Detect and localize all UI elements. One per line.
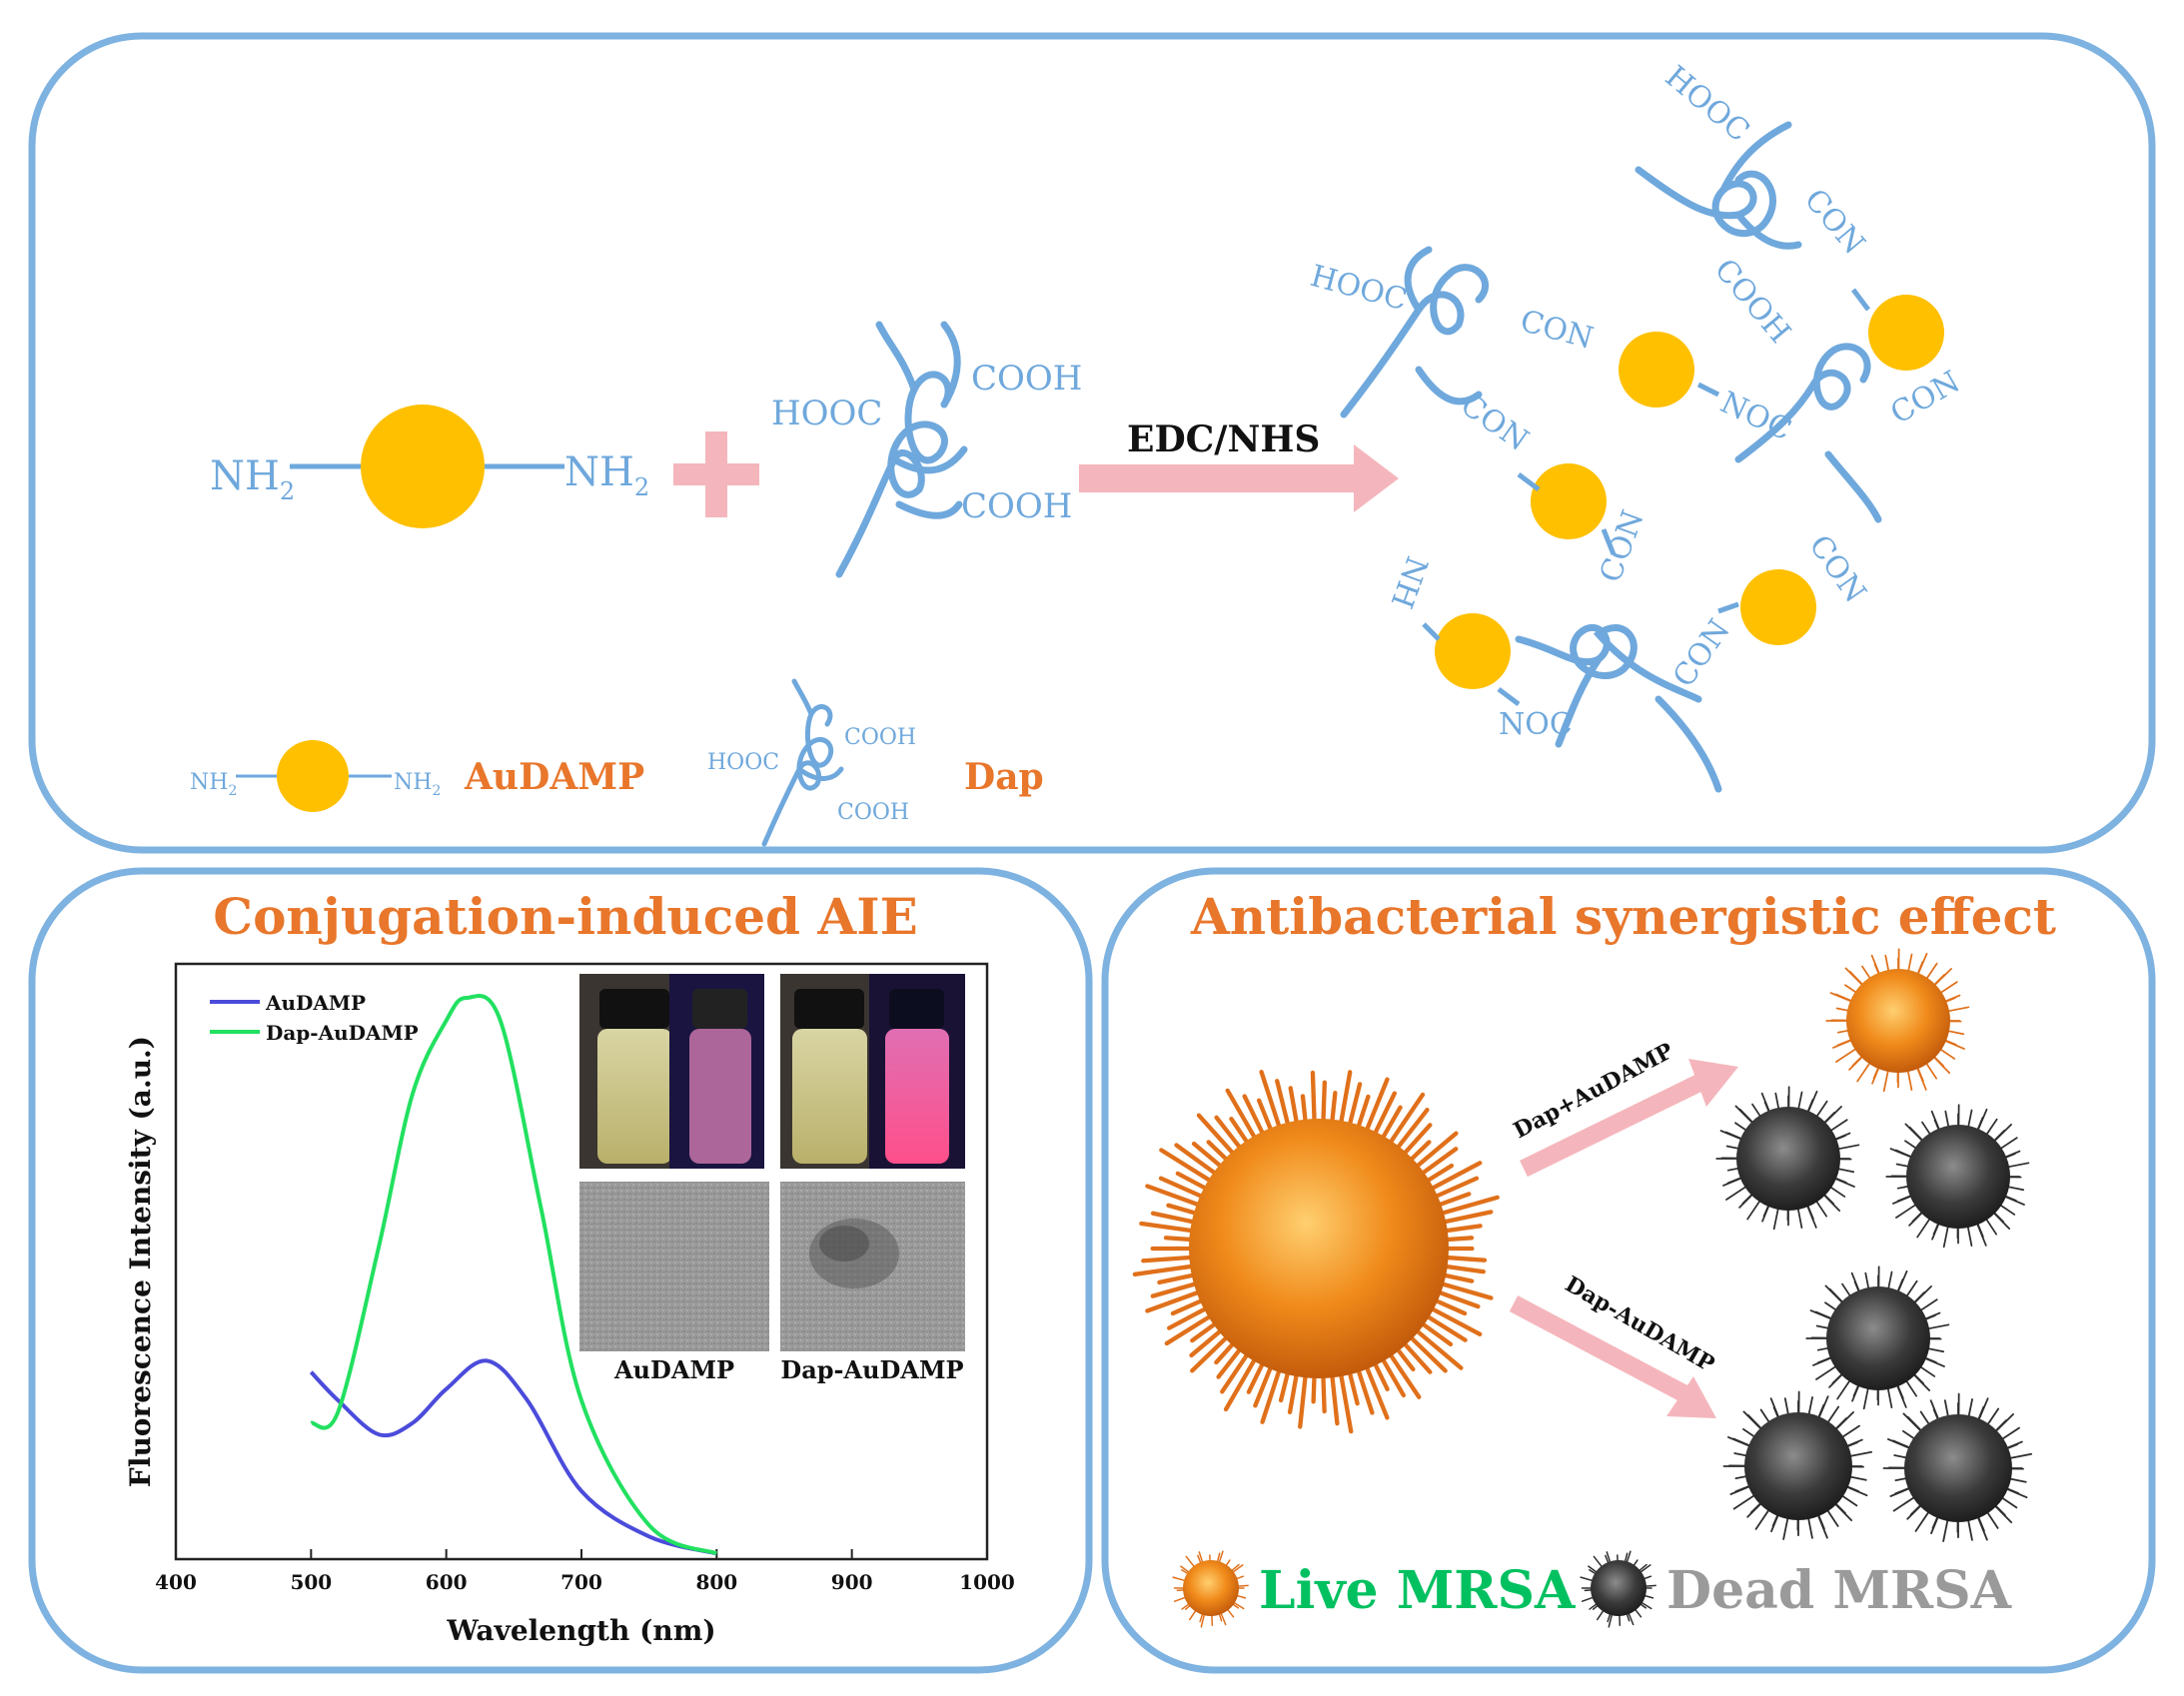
svg-text:COOH: COOH — [1707, 253, 1797, 351]
svg-text:CON: CON — [1797, 183, 1871, 262]
plus-icon — [673, 431, 759, 517]
top-panel — [28, 32, 2156, 854]
live-mrsa-small — [1825, 948, 1970, 1093]
x-tick-label: 900 — [831, 1570, 873, 1594]
audamp-molecule: NH2 NH2 — [210, 405, 649, 528]
svg-text:NH: NH — [1384, 551, 1435, 612]
dead-mrsa — [1882, 1392, 2033, 1542]
svg-text:NH2: NH2 — [394, 770, 441, 799]
product-bond-lines — [1422, 288, 1870, 706]
live-mrsa-legend-icon — [1172, 1550, 1249, 1628]
svg-text:NOC: NOC — [1715, 386, 1797, 448]
reaction-arrow — [1079, 444, 1399, 512]
y-axis-label: Fluorescence Intensity (a.u.) — [124, 1036, 157, 1487]
dead-mrsa — [1722, 1390, 1873, 1540]
x-tick-label: 500 — [290, 1570, 332, 1594]
nh2-right-label: NH2 — [564, 449, 649, 501]
antibacterial-title: Antibacterial synergistic effect — [1190, 887, 2056, 946]
gold-nanoparticle — [361, 405, 485, 528]
x-axis-label: Wavelength (nm) — [446, 1614, 715, 1647]
legend-item-dap-audamp: Dap-AuDAMP — [266, 1021, 419, 1045]
svg-text:CON: CON — [1454, 388, 1535, 458]
vial-photos — [579, 974, 965, 1169]
svg-text:NOC: NOC — [1499, 707, 1573, 742]
x-tick-label: 600 — [426, 1570, 468, 1594]
aie-panel — [28, 867, 1093, 1674]
legend-live-mrsa: Live MRSA — [1259, 1560, 1576, 1621]
cooh-label-lower: COOH — [961, 486, 1072, 526]
live-mrsa-large — [1132, 1070, 1500, 1434]
svg-text:HOOC: HOOC — [707, 750, 779, 775]
x-tick-label: 400 — [155, 1570, 197, 1594]
svg-text:COOH: COOH — [837, 800, 909, 825]
arrow-dap-plus-audamp — [1520, 1059, 1738, 1178]
photo-label-audamp: AuDAMP — [613, 1355, 734, 1384]
svg-text:CON: CON — [1517, 304, 1597, 357]
dead-mrsa-legend-icon — [1580, 1550, 1656, 1628]
arrow-dap-audamp — [1509, 1295, 1716, 1418]
product-network — [1340, 121, 1882, 793]
cooh-label-upper: COOH — [971, 359, 1082, 399]
svg-text:CON: CON — [1885, 365, 1966, 431]
bacteria-layer — [1132, 948, 2033, 1628]
legend-item-audamp: AuDAMP — [265, 991, 366, 1015]
svg-text:HOOC: HOOC — [1307, 259, 1411, 318]
photo-label-dap-audamp: Dap-AuDAMP — [780, 1355, 963, 1384]
antibacterial-panel — [1101, 867, 2156, 1674]
fluorescence-chart: 400 500 600 700 800 900 1000 Wavelength (nm) F… — [124, 962, 1015, 1647]
x-tick-label: 800 — [695, 1570, 737, 1594]
x-tick-label: 1000 — [959, 1570, 1015, 1594]
svg-text:NH2: NH2 — [190, 770, 237, 799]
nh2-left-label: NH2 — [210, 453, 295, 505]
svg-text:HOOC: HOOC — [1658, 59, 1756, 149]
x-tick-label: 700 — [560, 1570, 602, 1594]
legend-dap: HOOC COOH COOH Dap — [707, 678, 1044, 847]
dead-mrsa — [1805, 1266, 1950, 1410]
dead-mrsa — [1715, 1086, 1860, 1231]
x-axis-ticks: 400 500 600 700 800 900 1000 — [155, 1549, 1015, 1594]
series-layer — [309, 994, 718, 1556]
dead-mrsa — [1885, 1104, 2030, 1249]
tem-images — [579, 1182, 965, 1351]
aie-title: Conjugation-induced AIE — [213, 887, 917, 946]
product-gold-particles — [1435, 295, 1944, 689]
reaction-label: EDC/NHS — [1127, 419, 1320, 460]
legend-audamp-label: AuDAMP — [464, 756, 644, 798]
legend-dap-label: Dap — [964, 756, 1044, 798]
series-line-audamp — [309, 1358, 717, 1556]
dap-polymer — [835, 321, 968, 578]
series-line-dap-audamp — [310, 994, 718, 1556]
legend-dead-mrsa: Dead MRSA — [1666, 1560, 2012, 1621]
hooc-label: HOOC — [771, 394, 882, 433]
legend-audamp: NH2 NH2 AuDAMP — [190, 740, 644, 812]
svg-text:COOH: COOH — [844, 725, 916, 750]
svg-text:CON: CON — [1666, 613, 1737, 694]
